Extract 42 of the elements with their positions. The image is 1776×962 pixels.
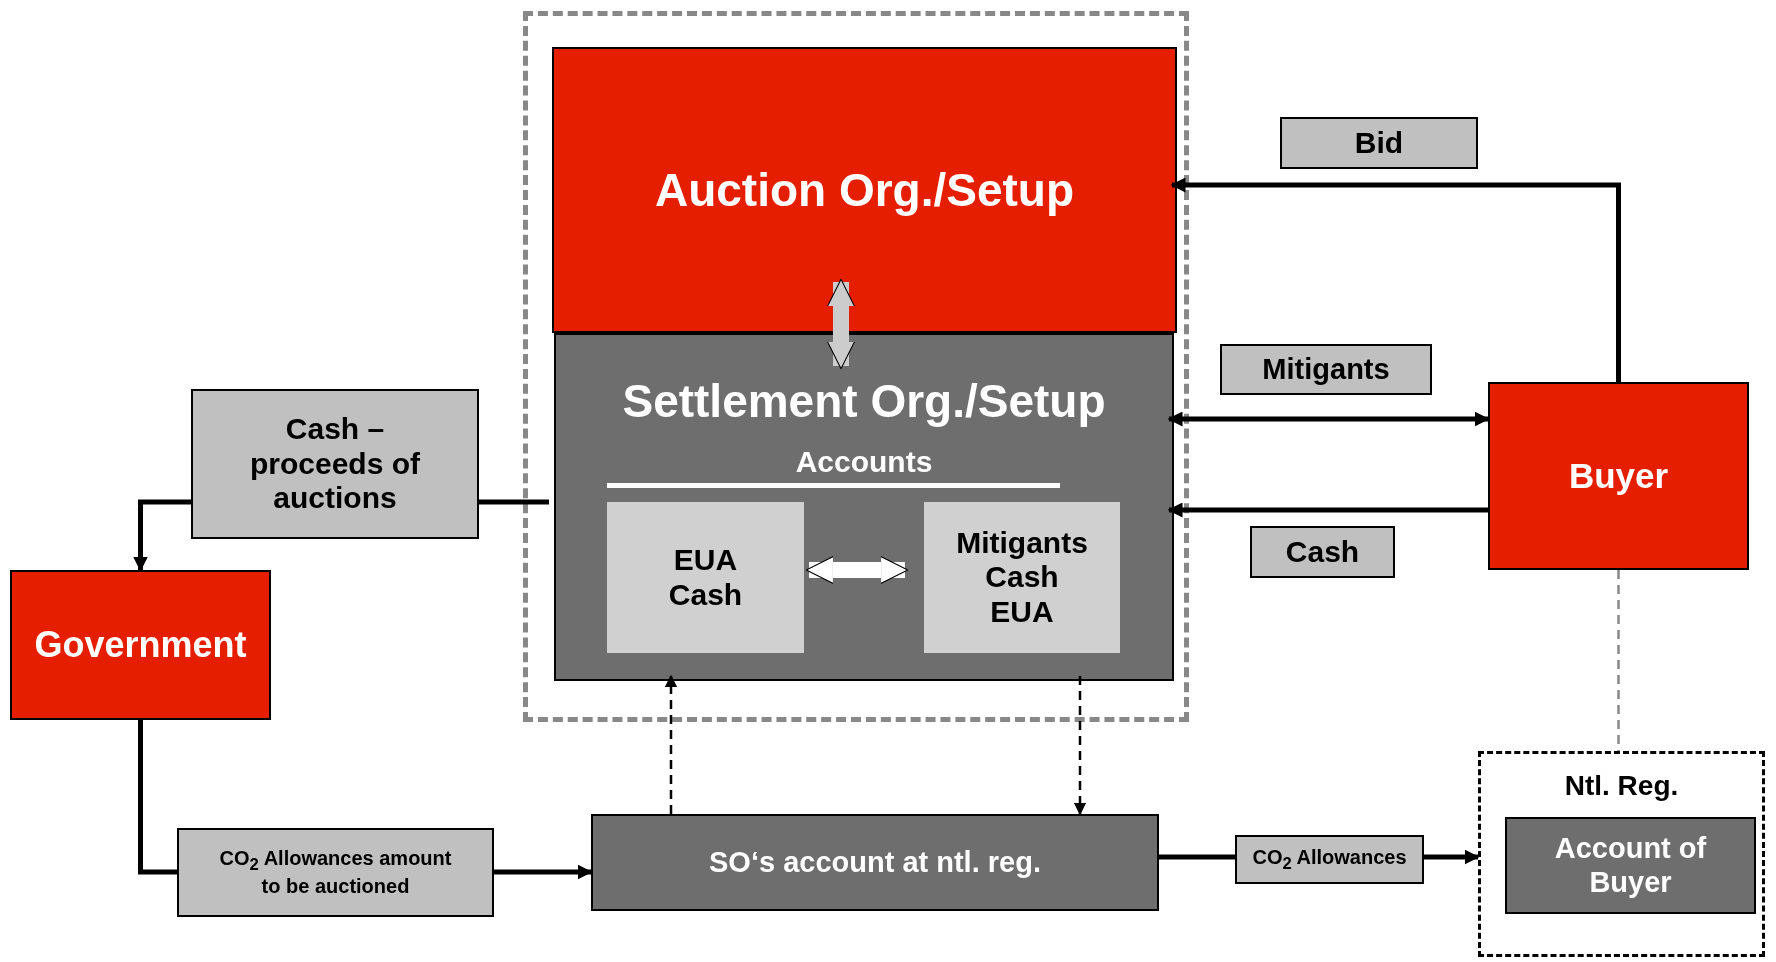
arrow <box>1170 177 1621 382</box>
account-box <box>924 502 1120 653</box>
process-box <box>1488 382 1749 570</box>
arrow <box>1424 849 1480 865</box>
box-label: CO$_{2}$ Allowances amount to be auctioned <box>218 847 453 898</box>
box-label: Account of Buyer <box>1553 832 1708 899</box>
box-label: Bid <box>1353 125 1405 161</box>
account-box <box>607 502 804 653</box>
box-title: Settlement Org./Setup <box>621 375 1107 428</box>
box-label: Buyer <box>1567 455 1670 497</box>
arrow <box>1167 502 1488 518</box>
box-label: Auction Org./Setup <box>653 163 1076 217</box>
box-title: Ntl. Reg. <box>1563 770 1680 803</box>
arrow <box>133 499 191 572</box>
arrow <box>664 674 678 814</box>
box-label: EUA Cash <box>667 543 744 612</box>
arrow <box>494 864 593 880</box>
arrow <box>1073 676 1087 816</box>
process-box <box>10 570 271 720</box>
box-label: SO‘s account at ntl. reg. <box>708 845 1042 880</box>
label-box <box>177 828 494 917</box>
box-label: Mitigants <box>1261 352 1391 387</box>
process-box <box>552 47 1177 333</box>
box-label: Mitigants Cash EUA <box>955 525 1089 630</box>
box-label: Cash – proceeds of auctions <box>248 412 421 516</box>
dashed-group-frame <box>523 11 1189 722</box>
block-arrow <box>805 555 909 585</box>
label-box <box>1220 344 1432 395</box>
block-arrow <box>826 278 856 370</box>
dashed-group-frame <box>1478 751 1765 957</box>
box-label: Cash <box>1284 534 1361 570</box>
label-box <box>1250 526 1395 578</box>
label-box <box>191 389 479 539</box>
label-box <box>1235 835 1424 884</box>
box-label: CO$_{2}$ Allowances <box>1251 845 1408 874</box>
arrow <box>1167 411 1490 427</box>
process-box <box>591 814 1159 911</box>
box-label: Government <box>33 624 248 666</box>
process-box <box>554 333 1174 681</box>
label-box <box>1280 117 1478 169</box>
section-label: Accounts <box>794 445 934 480</box>
process-box <box>1505 817 1756 914</box>
